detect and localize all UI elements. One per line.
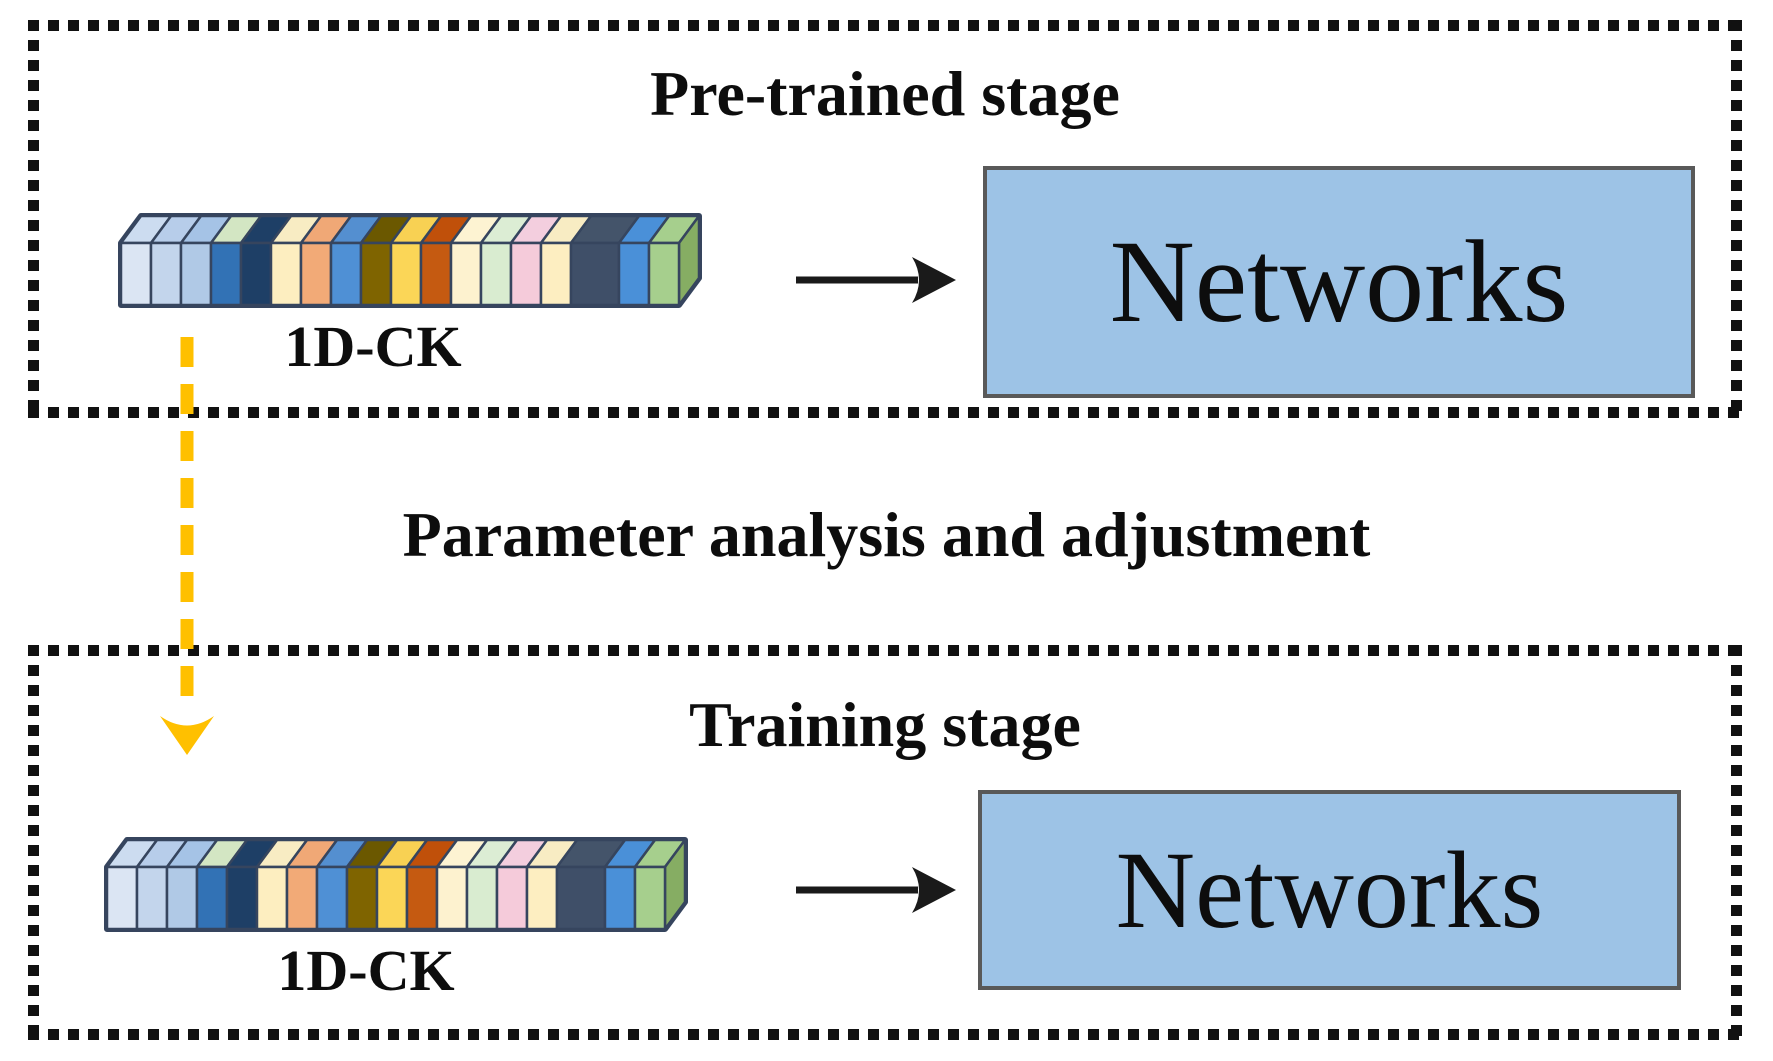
training-stage-title: Training stage <box>689 689 1081 760</box>
kernel-strip-training <box>104 837 688 932</box>
kernel-strip-pretrained <box>118 213 702 308</box>
dashed-border-bottom <box>28 407 1742 418</box>
networks-box-training: Networks <box>978 790 1681 990</box>
flow-arrow-pretrained <box>796 257 956 303</box>
transfer-arrow <box>160 337 214 755</box>
kernel-label-training: 1D-CK <box>277 938 455 1003</box>
networks-box-pretrained: Networks <box>983 166 1695 398</box>
dashed-border-left <box>28 645 39 1040</box>
training-stage-box: Training stage <box>28 645 1742 1040</box>
kernel-label-pretrained: 1D-CK <box>284 314 462 379</box>
dashed-border-top <box>28 20 1742 31</box>
dashed-border-left <box>28 20 39 418</box>
dashed-border-right <box>1731 20 1742 418</box>
pretrained-stage-box: Pre-trained stage <box>28 20 1742 418</box>
flow-arrow-training <box>796 867 956 913</box>
dashed-border-top <box>28 645 1742 656</box>
transition-label: Parameter analysis and adjustment <box>402 499 1371 570</box>
dashed-border-bottom <box>28 1029 1742 1040</box>
pretrained-stage-title: Pre-trained stage <box>650 58 1120 129</box>
dashed-border-right <box>1731 645 1742 1040</box>
